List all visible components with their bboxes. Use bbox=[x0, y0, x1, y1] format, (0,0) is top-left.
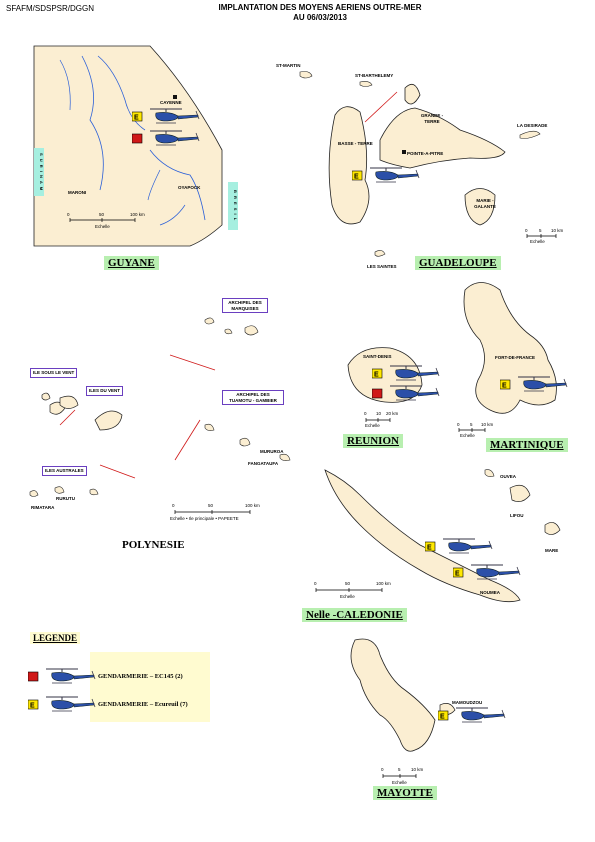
svg-text:E: E bbox=[354, 174, 359, 181]
polynesie-map bbox=[29, 317, 291, 497]
region-martinique: MARTINIQUE bbox=[486, 438, 568, 452]
guyane-ecureuil-marker: E bbox=[131, 108, 202, 131]
region-mayotte: MAYOTTE bbox=[373, 786, 437, 800]
cayenne-label: CAYENNE bbox=[160, 100, 182, 105]
guyane-scale-100: 100 km bbox=[130, 212, 145, 217]
title-line1: IMPLANTATION DES MOYENS AERIENS OUTRE-ME… bbox=[218, 3, 422, 12]
svg-text:E: E bbox=[455, 571, 460, 578]
page-title: IMPLANTATION DES MOYENS AERIENS OUTRE-ME… bbox=[180, 3, 460, 23]
legend-title: LEGENDE bbox=[30, 632, 81, 644]
reunion-scale-label: Echelle bbox=[365, 423, 380, 428]
guadeloupe-scale-5: 5 bbox=[539, 228, 542, 233]
polynesie-scale-50: 50 bbox=[208, 503, 214, 508]
org-code: SFAFM/SDSPSR/DGGN bbox=[6, 4, 95, 13]
reunion-scale-20: 20 km bbox=[386, 411, 399, 416]
guyane-scale-0: 0 bbox=[67, 212, 70, 217]
polynesie-scale-100: 100 km bbox=[245, 503, 260, 508]
lifou-label: LIFOU bbox=[510, 513, 524, 518]
reunion-ec145-marker bbox=[371, 385, 442, 408]
legend-ecureuil-icon: E bbox=[27, 696, 98, 719]
pointe-a-pitre-label: POINTE-A-PITRE bbox=[407, 151, 444, 156]
region-caledonie: Nelle -CALEDONIE bbox=[302, 608, 407, 622]
scale-bars bbox=[69, 218, 557, 778]
reunion-scale-0: 0 bbox=[364, 411, 367, 416]
caledonie-map bbox=[324, 469, 561, 603]
guadeloupe-scale-label: Echelle bbox=[530, 239, 545, 244]
oyapock-label: OYAPOCK bbox=[178, 185, 201, 190]
basse-terre-label: BASSE - TERRE bbox=[338, 141, 373, 146]
martinique-scale-label: Echelle bbox=[460, 433, 475, 438]
mururoa-label: MURUROA bbox=[260, 449, 284, 454]
svg-text:E: E bbox=[30, 703, 35, 710]
rimatara-label: RIMATARA bbox=[31, 505, 55, 510]
australes-box: ILES AUSTRALES bbox=[42, 466, 87, 476]
mayotte-scale-5: 5 bbox=[398, 767, 401, 772]
reunion-map bbox=[347, 347, 423, 403]
guadeloupe-ecureuil-marker: E bbox=[351, 167, 422, 190]
legend-ec145-label: GENDARMERIE – EC145 (2) bbox=[98, 673, 183, 680]
bresil-strip: B R E S I L bbox=[228, 182, 238, 230]
martinique-scale-5: 5 bbox=[470, 422, 473, 427]
legend-ec145-icon bbox=[27, 668, 98, 691]
svg-text:E: E bbox=[134, 115, 139, 122]
marie-galante-label: MARIE - GALANTE bbox=[474, 198, 496, 209]
caledonie-scale-50: 50 bbox=[345, 581, 351, 586]
fort-de-france-label: FORT-DE-FRANCE bbox=[495, 355, 535, 360]
st-barthelemy-label: ST-BARTHELEMY bbox=[355, 73, 394, 78]
caledonie-ecureuil-marker-1: E bbox=[424, 538, 495, 561]
martinique-ecureuil-marker: E bbox=[499, 376, 570, 399]
reunion-scale-10: 10 bbox=[376, 411, 382, 416]
mayotte-ecureuil-marker: E bbox=[437, 707, 508, 730]
guyane-map bbox=[33, 45, 223, 247]
title-date: AU 06/03/2013 bbox=[293, 13, 347, 22]
svg-text:E: E bbox=[440, 714, 445, 721]
reunion-ecureuil-marker: E bbox=[371, 365, 442, 388]
region-guadeloupe: GUADELOUPE bbox=[415, 256, 501, 270]
caledonie-ecureuil-marker-2: E bbox=[452, 564, 523, 587]
polynesie-scale-label: Echelle • Ile principale • PAPEETE bbox=[170, 516, 239, 521]
la-desirade-label: LA DESIRADE bbox=[517, 123, 548, 128]
iles-du-vent-box: ILES DU VENT bbox=[86, 386, 124, 396]
martinique-scale-0: 0 bbox=[457, 422, 460, 427]
region-guyane: GUYANE bbox=[104, 256, 159, 270]
caledonie-scale-100: 100 km bbox=[376, 581, 391, 586]
mamoudzou-label: MAMOUDZOU bbox=[452, 700, 483, 705]
guyane-scale-50: 50 bbox=[99, 212, 105, 217]
polynesie-scale-0: 0 bbox=[172, 503, 175, 508]
guadeloupe-scale-10: 10 km bbox=[551, 228, 564, 233]
svg-text:E: E bbox=[374, 372, 379, 379]
legend-box bbox=[90, 652, 210, 722]
mare-label: MARE bbox=[545, 548, 559, 553]
svg-text:E: E bbox=[502, 383, 507, 390]
sous-le-vent-box: ILE SOUS LE VENT bbox=[30, 368, 78, 378]
mayotte-scale-label: Echelle bbox=[392, 780, 407, 785]
caledonie-scale-0: 0 bbox=[314, 581, 317, 586]
guadeloupe-scale-0: 0 bbox=[525, 228, 528, 233]
noumea-label: NOUMEA bbox=[480, 590, 500, 595]
marquises-box: ARCHIPEL DES MARQUISES bbox=[222, 298, 268, 313]
les-saintes-label: LES SAINTES bbox=[367, 264, 397, 269]
caledonie-scale-label: Echelle bbox=[340, 594, 355, 599]
ouvea-label: OUVEA bbox=[500, 474, 517, 479]
st-martin-label: ST-MARTIN bbox=[276, 63, 301, 68]
tuamotu-box: ARCHIPEL DES TUAMOTU - GAMBIER bbox=[222, 390, 284, 405]
guyane-scale-label: Echelle bbox=[95, 224, 110, 229]
legend-ecureuil-label: GENDARMERIE – Ecureuil (7) bbox=[98, 701, 188, 708]
fangataufa-label: FANGATAUFA bbox=[248, 461, 279, 466]
mayotte-scale-0: 0 bbox=[381, 767, 384, 772]
mayotte-scale-10: 10 km bbox=[411, 767, 424, 772]
saint-denis-label: SAINT-DENIS bbox=[363, 354, 392, 359]
guadeloupe-map bbox=[299, 71, 541, 257]
martinique-scale-10: 10 km bbox=[481, 422, 494, 427]
region-polynesie: POLYNESIE bbox=[122, 539, 185, 551]
suriname-strip: S U R I N A M bbox=[34, 148, 44, 196]
grande-terre-label: GRANDE - TERRE bbox=[420, 113, 444, 124]
rurutu-label: RURUTU bbox=[56, 496, 75, 501]
mayotte-map bbox=[350, 638, 456, 752]
maroni-label: MARONI bbox=[68, 190, 87, 195]
region-reunion: REUNION bbox=[343, 434, 403, 448]
guyane-ec145-marker bbox=[131, 130, 202, 153]
svg-text:E: E bbox=[427, 545, 432, 552]
